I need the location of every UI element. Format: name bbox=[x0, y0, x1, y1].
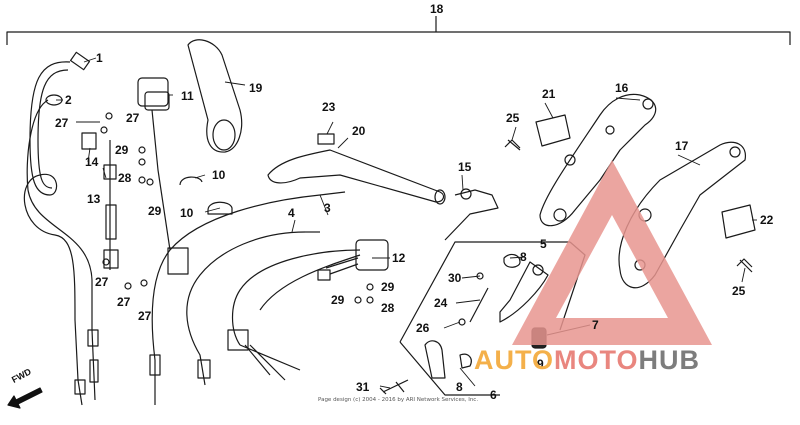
label-31: 31 bbox=[356, 380, 370, 394]
label-17: 17 bbox=[675, 139, 689, 153]
label-23: 23 bbox=[322, 100, 336, 114]
label-3: 3 bbox=[324, 201, 331, 215]
label-25b: 25 bbox=[732, 284, 746, 298]
cable-1 bbox=[23, 51, 91, 406]
label-8b: 8 bbox=[456, 380, 463, 394]
assembly-bracket-18 bbox=[6, 16, 791, 45]
label-22: 22 bbox=[760, 213, 774, 227]
label-27b: 27 bbox=[126, 111, 140, 125]
tag-23 bbox=[317, 133, 335, 145]
label-1: 1 bbox=[96, 51, 103, 65]
bolt-31 bbox=[379, 379, 409, 395]
watermark-triangle-icon bbox=[512, 160, 712, 345]
label-15: 15 bbox=[458, 160, 472, 174]
switch-housing-11 bbox=[137, 77, 189, 275]
watermark-part-1: AUTO bbox=[474, 345, 555, 375]
label-18: 18 bbox=[430, 2, 444, 16]
cable-2 bbox=[26, 94, 99, 401]
label-13: 13 bbox=[87, 192, 101, 206]
label-12: 12 bbox=[392, 251, 406, 265]
watermark-part-2: MOTO bbox=[554, 345, 639, 375]
shift-rod-24 bbox=[469, 253, 549, 323]
label-27e: 27 bbox=[138, 309, 152, 323]
leader-lines bbox=[56, 57, 757, 389]
pad-22 bbox=[721, 204, 756, 239]
fwd-arrow-icon bbox=[7, 387, 43, 409]
label-9: 9 bbox=[537, 357, 544, 371]
label-14: 14 bbox=[85, 155, 99, 169]
watermark-part-3: HUB bbox=[638, 345, 701, 375]
cable-4 bbox=[186, 231, 320, 386]
handlebar-20 bbox=[267, 149, 446, 205]
label-6: 6 bbox=[490, 388, 497, 402]
wire-harness-12 bbox=[227, 249, 361, 381]
lever-15 bbox=[444, 188, 499, 241]
label-21: 21 bbox=[542, 87, 556, 101]
switch-12 bbox=[317, 239, 389, 281]
grip-19 bbox=[187, 39, 243, 153]
label-24: 24 bbox=[434, 296, 448, 310]
bracket-16 bbox=[539, 93, 657, 227]
label-8a: 8 bbox=[520, 250, 527, 264]
label-29c: 29 bbox=[381, 280, 395, 294]
label-16: 16 bbox=[615, 81, 629, 95]
label-29a: 29 bbox=[115, 143, 129, 157]
copyright-notice: Page design (c) 2004 - 2016 by ARI Netwo… bbox=[318, 397, 479, 403]
label-28a: 28 bbox=[118, 171, 132, 185]
watermark-text: AUTOMOTOHUB bbox=[474, 345, 700, 376]
label-11: 11 bbox=[181, 89, 194, 103]
label-10a: 10 bbox=[212, 168, 226, 182]
label-5: 5 bbox=[540, 237, 547, 251]
label-27c: 27 bbox=[95, 275, 109, 289]
label-2: 2 bbox=[65, 93, 72, 107]
label-4: 4 bbox=[288, 206, 295, 220]
label-27a: 27 bbox=[55, 116, 69, 130]
pad-21 bbox=[535, 114, 571, 147]
label-7: 7 bbox=[592, 318, 599, 332]
label-30: 30 bbox=[448, 271, 462, 285]
label-26: 26 bbox=[416, 321, 430, 335]
label-27d: 27 bbox=[117, 295, 131, 309]
cable-3 bbox=[149, 191, 346, 405]
clamp-10 bbox=[179, 176, 233, 215]
adjuster-13-14 bbox=[81, 132, 119, 270]
label-29d: 29 bbox=[331, 293, 345, 307]
label-25a: 25 bbox=[506, 111, 520, 125]
label-29b: 29 bbox=[148, 204, 162, 218]
small-fasteners bbox=[100, 112, 374, 304]
label-19: 19 bbox=[249, 81, 263, 95]
label-28b: 28 bbox=[381, 301, 395, 315]
label-20: 20 bbox=[352, 124, 366, 138]
label-10b: 10 bbox=[180, 206, 194, 220]
